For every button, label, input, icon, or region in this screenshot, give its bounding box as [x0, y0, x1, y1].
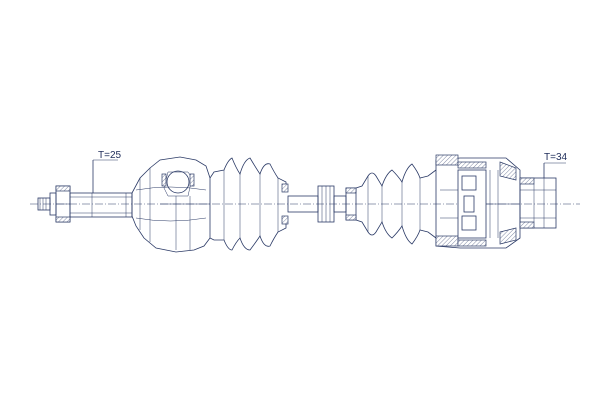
- inner-boot: [355, 163, 437, 245]
- left-hub-nut: [55, 185, 71, 223]
- outer-spline-count-label: T=34: [544, 152, 568, 163]
- outer-boot: [209, 157, 289, 251]
- outer-spline-stub: [519, 162, 566, 229]
- tripod-joint-housing: [435, 154, 521, 249]
- outer-cv-joint-housing: [131, 156, 211, 253]
- inner-spline-shaft: [69, 159, 133, 218]
- inner-spline-count-label: T=25: [98, 150, 122, 161]
- centre-shaft: [287, 185, 357, 223]
